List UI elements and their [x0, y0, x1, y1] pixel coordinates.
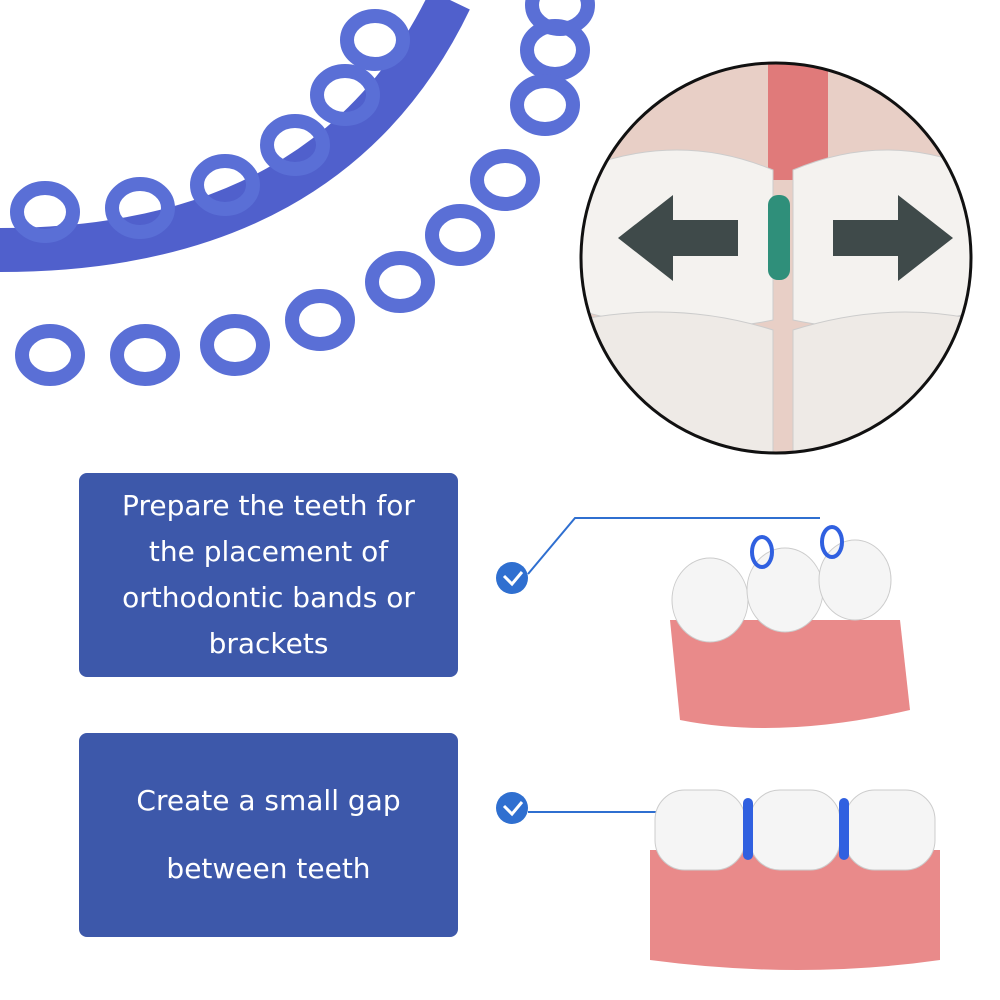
- teeth-model-rings-between-image: [496, 789, 940, 970]
- feature-text-line: Create a small gap: [136, 784, 401, 817]
- separator-ring: [365, 251, 435, 313]
- separator-ring-strip-image: [0, 0, 595, 386]
- separator-ring: [470, 149, 540, 211]
- separator-ring: [10, 181, 80, 243]
- separator-ring: [310, 64, 380, 126]
- check-circle-icon: [496, 562, 528, 594]
- separator-ring: [525, 0, 595, 36]
- feature-text-line: the placement of: [148, 535, 389, 568]
- separator-ring: [340, 9, 410, 71]
- separator-ring: [285, 289, 355, 351]
- feature-text-line: brackets: [208, 627, 329, 660]
- separator-ring: [105, 177, 175, 239]
- feature-box-create-gap: Create a small gap between teeth: [79, 733, 458, 937]
- feature-text-line: Prepare the teeth for: [122, 489, 415, 522]
- separator-ring: [510, 74, 580, 136]
- teeth-model-rings-top-image: [496, 517, 910, 728]
- separator-ring: [110, 324, 180, 386]
- teeth-gap-closeup-image: [579, 61, 973, 455]
- separator-ring: [260, 114, 330, 176]
- separator-ring: [425, 204, 495, 266]
- feature-text-line: between teeth: [166, 852, 371, 885]
- check-circle-icon: [496, 792, 528, 824]
- arrow-right-icon: [833, 195, 953, 281]
- feature-text-line: orthodontic bands or: [122, 581, 415, 614]
- separator-ring: [190, 154, 260, 216]
- separator-ring: [200, 314, 270, 376]
- separator-ring: [15, 324, 85, 386]
- feature-box-prepare-teeth: Prepare the teeth for the placement of o…: [79, 473, 458, 677]
- arrow-left-icon: [618, 195, 738, 281]
